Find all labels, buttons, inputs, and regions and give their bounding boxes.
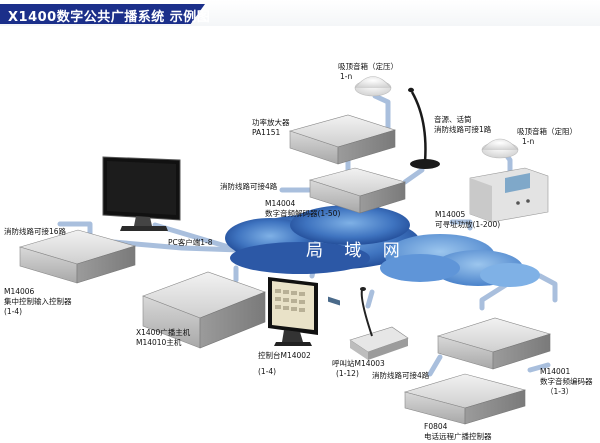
encoder-fire-label: 消防线路可接4路 [372, 371, 430, 380]
cable-paging [365, 289, 375, 309]
paging-station-label: 呼叫站M14003 [332, 359, 385, 368]
ceiling-speaker-ci-count: 1-n [522, 137, 535, 146]
console-count: (1-4) [258, 367, 277, 376]
amplifier-device [288, 114, 397, 165]
cable-pc [152, 222, 235, 251]
phone-controller-label: 电话远程广播控制器 [424, 432, 492, 441]
phone-controller-model: F0804 [424, 422, 448, 431]
encoder-label: 数字音频编码器 [540, 377, 593, 386]
page-title: X1400数字公共广播系统 示例图 [8, 10, 211, 25]
addressable-amplifier [469, 167, 549, 223]
console-monitor [268, 277, 318, 346]
host-device [142, 271, 266, 349]
cable-addr-amp [449, 219, 473, 231]
amplifier-label: 功率放大器 [252, 118, 290, 127]
lan-label: 局 域 网 [306, 241, 408, 261]
paging-station [349, 287, 409, 360]
pc-client-label: PC客户端1-8 [168, 238, 213, 247]
encoder-model: M14001 [540, 367, 571, 376]
audio-source-label: 音源、话筒 [434, 115, 472, 124]
decoder-model: M14004 [265, 199, 296, 208]
ceiling-speaker-ci [481, 138, 519, 159]
cable-mic [402, 167, 425, 185]
input-controller-device [18, 229, 137, 284]
paging-station-count: (1-12) [336, 369, 359, 378]
cable-encoder-right [537, 273, 558, 303]
addr-amp-label: 可寻址功放(1-200) [435, 220, 501, 229]
host-model: M14010主机 [136, 338, 182, 347]
amplifier-model: PA1151 [252, 128, 281, 137]
header: X1400数字公共广播系统 示例图 [0, 0, 600, 26]
audio-source-fire-label: 消防线路可接1路 [434, 125, 492, 134]
encoder-device [436, 317, 552, 370]
input-controller-fire-label: 消防线路可接16路 [4, 227, 67, 236]
pc-client-monitor [102, 156, 181, 231]
decoder-device [308, 167, 407, 306]
console-label: 控制台M14002 [258, 351, 311, 360]
cable-phone-ctrl [527, 362, 551, 373]
decoder-fire-label: 消防线路可接4路 [220, 182, 278, 191]
title-bar [0, 4, 205, 24]
decoder-label: 数字音频解码器(1-50) [265, 209, 341, 218]
encoder-count: （1-3） [546, 387, 574, 396]
ceiling-speaker-cv-count: 1-n [340, 72, 353, 81]
ceiling-speaker-cv-label: 吸顶音箱（定压） [338, 62, 398, 71]
cable-amp-speaker [372, 93, 391, 131]
input-controller-label: 集中控制输入控制器 [4, 297, 72, 306]
ceiling-speaker-cv [354, 76, 392, 97]
phone-controller-device [403, 373, 527, 425]
gooseneck-microphone [408, 87, 440, 169]
ceiling-speaker-ci-label: 吸顶音箱（定阻） [517, 127, 577, 136]
cable-encoder-fire [427, 354, 443, 377]
addr-amp-model: M14005 [435, 210, 466, 219]
input-controller-count: (1-4) [4, 307, 23, 316]
input-controller-model: M14006 [4, 287, 35, 296]
host-label: X1400广播主机 [136, 328, 191, 337]
cable-fire-16 [57, 221, 93, 235]
lan-cloud [225, 205, 540, 287]
